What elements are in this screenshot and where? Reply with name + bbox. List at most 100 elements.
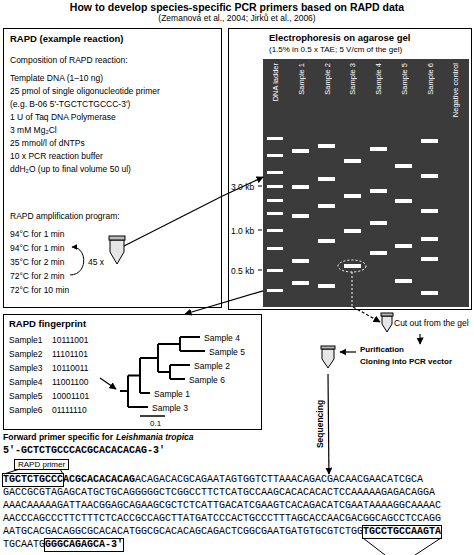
panel-heading: RAPD fingerprint	[9, 318, 86, 329]
primer-bracket	[4, 469, 441, 555]
size-marker: 1.0 kb	[231, 226, 254, 236]
pcr-tube	[109, 236, 393, 368]
step-note: Cut out from the gel	[380, 312, 474, 334]
gel-band	[421, 174, 438, 178]
gel-band	[421, 139, 438, 143]
binary-code: 11001100	[52, 377, 89, 387]
lane-label: Sample 5	[400, 63, 409, 95]
size-marker: 3.0 kb	[231, 182, 254, 192]
lane-label: DNA ladder	[271, 63, 280, 101]
primer-heading: Forward primer specific for	[3, 432, 113, 442]
step-text: Cloning into PCR vector	[360, 357, 452, 367]
panel-subheading: (1.5% in 0.5 x TAE; 5 V/cm of the gel)	[269, 45, 402, 55]
lane-label: Sample 2	[323, 63, 332, 95]
binary-code: 11101101	[52, 349, 88, 359]
dendrogram	[170, 365, 190, 379]
gel-panel: Electrophoresis on agarose gel(1.5% in 0…	[228, 28, 472, 310]
tree-leaf: Sample 4	[204, 333, 240, 343]
section-heading: Composition of RAPD reaction:	[10, 55, 128, 65]
dendrogram	[180, 337, 205, 351]
gel-band	[292, 281, 309, 285]
section-heading: RAPD amplification program:	[10, 211, 120, 221]
dna-sequence: TGCAATG	[3, 539, 45, 551]
flow-arrow	[419, 334, 420, 344]
sample-name: Sample1	[9, 335, 43, 345]
rapd-box: RAPD (example reaction) Composition of RA…	[3, 28, 222, 308]
gel-band	[267, 137, 283, 140]
primer-sequence: 5'-GCTCTGCCCACGCACACACAG-3'	[3, 445, 165, 457]
size-marker: 0.5 kb	[231, 266, 254, 276]
flow-arrow	[185, 291, 263, 314]
reagent-line: Template DNA (1–10 ng)	[10, 73, 103, 83]
gel-band	[344, 264, 361, 268]
dna-sequence: AAACAAAAAGATTAACGGAGCAGAAGCGCTCTCATTGACA…	[3, 500, 441, 512]
gel-band	[292, 149, 309, 153]
binary-code: 10110011	[52, 363, 89, 373]
fingerprint-box: RAPD fingerprintSample1 10111001Sample2 11…	[3, 314, 262, 430]
lane-label: Sample 6	[426, 63, 435, 95]
program-step: 94°C for 1 min	[10, 229, 64, 239]
tree-leaf: Sample 1	[154, 389, 190, 399]
dendrogram	[120, 376, 148, 408]
panel-heading: RAPD (example reaction)	[10, 33, 124, 44]
step-text: Purification	[360, 345, 404, 355]
gel-band	[267, 212, 283, 215]
pcr-tube	[109, 236, 125, 240]
dna-sequence: GACCGCGTAGAGCATGCTGCAGGGGGCTCGGCCTTCTCAT…	[3, 487, 435, 499]
gel-band	[292, 185, 309, 189]
primer-sequence: TGCCTGCCAAGTA	[363, 526, 441, 538]
gel-band	[267, 289, 283, 292]
gel-band	[344, 194, 361, 198]
marker-ticks	[258, 186, 262, 270]
edge-label: Sequencing	[315, 400, 325, 448]
sample-name: Sample2	[9, 349, 43, 359]
gel-band	[267, 247, 283, 250]
gel-band	[267, 185, 283, 188]
pcr-tube	[322, 349, 334, 368]
dendrogram	[120, 337, 205, 416]
band-selection	[352, 272, 353, 306]
program-step: 72°C for 2 min	[10, 271, 64, 281]
reagent-line: 3 mM Mg₂Cl	[10, 125, 57, 135]
sample-name: Sample6	[9, 405, 43, 415]
diagram-title: How to develop species-specific PCR prim…	[0, 1, 474, 13]
primer-bracket	[4, 469, 20, 474]
dna-sequence: ACAGACACGCAGAATAGTGGTCTTAAACAGACGACAACGA…	[135, 474, 423, 486]
lane-label: Negative control	[451, 63, 460, 117]
program-step: 72°C for 10 min	[10, 285, 69, 295]
gel-band	[395, 199, 412, 203]
lane-label: Sample 1	[297, 63, 306, 95]
marker-ticks	[258, 186, 262, 187]
gel-band	[292, 259, 309, 263]
band-selection	[338, 260, 366, 306]
gel-band	[370, 147, 387, 151]
gel-band	[267, 269, 283, 272]
tree-leaf: Sample 5	[209, 347, 245, 357]
reagent-line: ddH₂O (up to final volume 50 ul)	[10, 164, 131, 174]
cycle-count: 45 x	[88, 257, 104, 267]
leader-line	[340, 351, 356, 352]
dendrogram	[158, 344, 180, 372]
gel-band	[267, 154, 283, 157]
gel-band	[344, 159, 361, 163]
band-selection	[338, 260, 366, 272]
sample-name: Sample5	[9, 391, 43, 401]
sequence-block: TGCTCTGCCCACGCACACACAGACAGACACGCAGAATAGT…	[3, 474, 474, 555]
primer-bracket	[415, 538, 441, 555]
program-step: 94°C for 1 min	[10, 243, 64, 253]
dna-sequence: AATGCACGACAGGCGCACACATGGCGCACACAGCAGACTC…	[3, 526, 363, 538]
gel-band	[421, 257, 438, 261]
gel-band	[267, 171, 283, 174]
citation: (Zemanová et al., 2004; Jirků et al., 20…	[0, 13, 474, 23]
primer-sequence: TGCTCTGCCC	[3, 474, 63, 486]
leader-line	[124, 196, 222, 246]
step-text: Cut out from the gel	[394, 318, 469, 328]
primer-bracket	[60, 469, 63, 474]
binary-code: 10111001	[52, 335, 89, 345]
gel-band	[318, 177, 335, 181]
leader-line	[100, 378, 116, 389]
gel-band	[267, 137, 438, 295]
dna-sequence: AACCCAGCCCTTCTTTCTCACCGCCAGCTTATGATCCCAC…	[3, 513, 441, 525]
gel-band	[318, 284, 335, 288]
